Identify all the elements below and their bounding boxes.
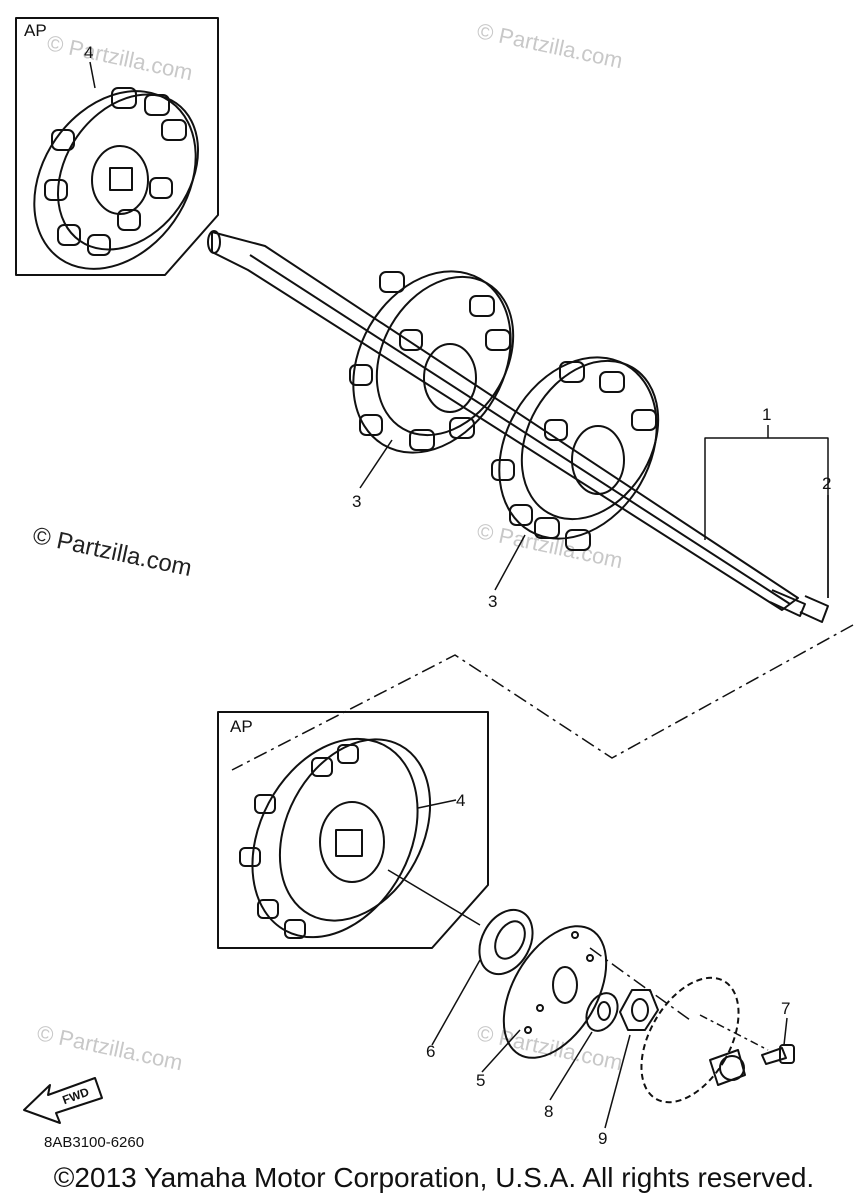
assembly-line <box>231 624 854 771</box>
copyright-notice: ©2013 Yamaha Motor Corporation, U.S.A. A… <box>53 1162 815 1193</box>
leader-3b <box>494 534 526 591</box>
bearing <box>478 908 534 976</box>
label-ap-bottom: AP <box>230 717 253 736</box>
leader-3a <box>359 439 393 489</box>
label-part-2: 2 <box>822 474 832 493</box>
leader-8 <box>549 1031 593 1101</box>
label-part-4-top: 4 <box>84 43 94 62</box>
leader-9 <box>604 1034 631 1129</box>
label-part-8: 8 <box>544 1102 554 1121</box>
inset-box-top <box>15 17 219 276</box>
flange-plate <box>502 925 608 1059</box>
drawing-code: 8AB3100-6260 <box>44 1134 145 1151</box>
drive-shaft <box>207 230 829 623</box>
label-ap-top: AP <box>24 21 47 40</box>
label-part-7: 7 <box>781 999 791 1018</box>
hub <box>640 976 746 1104</box>
fwd-arrow-icon <box>23 1077 103 1124</box>
sprocket-shaft-2 <box>491 356 660 551</box>
leader-6 <box>431 959 481 1046</box>
inset-box-bottom <box>217 711 489 949</box>
sprocket-inset-bottom <box>239 737 432 939</box>
label-part-3a: 3 <box>352 492 362 511</box>
label-part-6: 6 <box>426 1042 436 1061</box>
label-part-4-bottom: 4 <box>456 791 466 810</box>
label-part-1: 1 <box>762 405 772 424</box>
label-part-5: 5 <box>476 1071 486 1090</box>
leader-4-top <box>89 61 96 89</box>
leader-5 <box>481 1029 521 1073</box>
leader-4-bottom <box>417 799 457 809</box>
washer <box>585 992 619 1032</box>
leader-7 <box>783 1017 788 1046</box>
label-part-9: 9 <box>598 1129 608 1148</box>
label-part-3b: 3 <box>488 592 498 611</box>
axis-line-bottom <box>387 869 481 926</box>
sprocket-shaft-1 <box>349 270 515 454</box>
bolt <box>761 1044 795 1065</box>
sprocket-inset-top <box>33 87 200 270</box>
nut <box>619 989 659 1031</box>
bracket-1 <box>704 437 829 598</box>
